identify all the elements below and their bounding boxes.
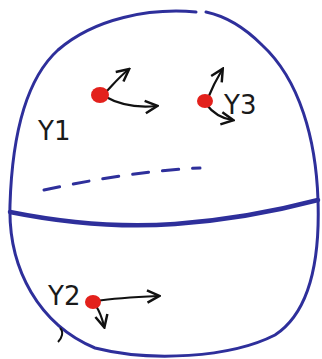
equator-back bbox=[44, 168, 200, 190]
point-label: Y1 bbox=[38, 118, 70, 144]
point-label: Y3 bbox=[224, 92, 256, 118]
tangent-vector bbox=[96, 296, 158, 301]
tangent-vector bbox=[208, 70, 222, 98]
sphere-outline bbox=[10, 11, 318, 356]
tangent-vector bbox=[96, 306, 104, 326]
equator-front bbox=[10, 200, 318, 225]
point-dot bbox=[85, 295, 101, 309]
point-dot bbox=[197, 94, 213, 108]
tangent-vector bbox=[104, 96, 156, 107]
point-label: Y2 bbox=[48, 283, 80, 309]
point-dot bbox=[91, 87, 109, 103]
pen-stroke bbox=[58, 328, 62, 342]
tangent-vector bbox=[104, 70, 128, 94]
